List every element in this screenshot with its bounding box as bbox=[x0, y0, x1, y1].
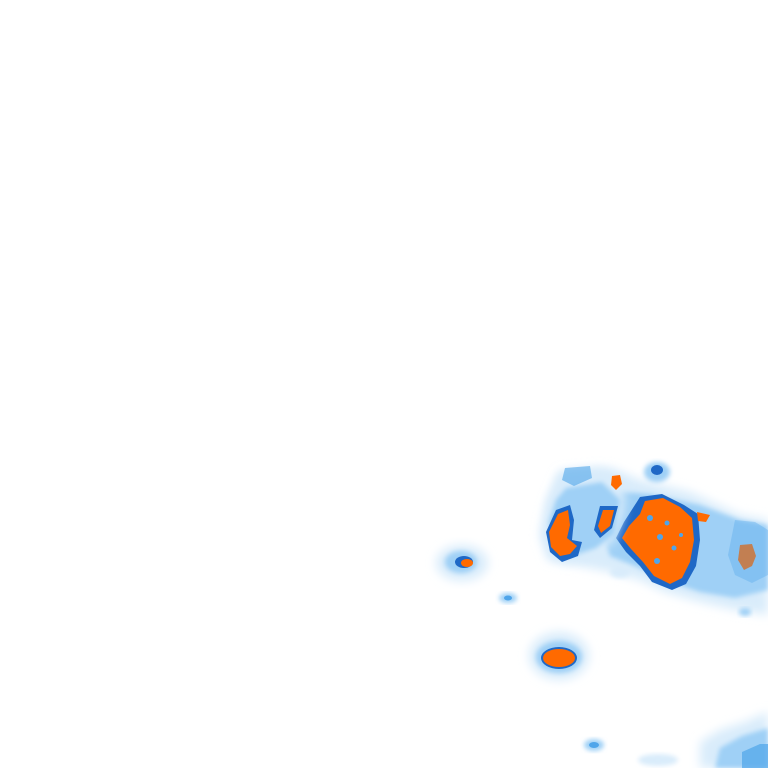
storm-cell-north[interactable] bbox=[644, 462, 670, 482]
storm-cell-south-core bbox=[543, 649, 575, 667]
storm-band-southeast-echo bbox=[638, 754, 678, 766]
echo-f bbox=[739, 608, 751, 616]
storm-cell-east-small-core-2 bbox=[697, 512, 710, 522]
storm-cell-central[interactable] bbox=[540, 466, 625, 564]
storm-cell-west[interactable] bbox=[436, 545, 488, 581]
storm-cell-central-top-core bbox=[611, 475, 622, 490]
storm-cell-south[interactable] bbox=[529, 632, 589, 680]
storm-cell-east-core bbox=[622, 498, 694, 584]
storm-cell-central-core-b bbox=[598, 510, 614, 533]
light-echoes bbox=[499, 566, 751, 751]
echo-b bbox=[504, 595, 512, 601]
storm-cell-north-dark bbox=[651, 465, 663, 475]
storm-cell-central-top-fringe bbox=[562, 466, 592, 486]
storm-band-southeast[interactable] bbox=[638, 712, 768, 768]
storm-cell-east-edge-fringe bbox=[728, 520, 768, 583]
storm-cell-east-small-core bbox=[738, 544, 756, 570]
storm-cell-east-holes bbox=[647, 515, 683, 564]
storm-cell-west-core bbox=[461, 559, 473, 567]
echo-d bbox=[589, 742, 599, 748]
storm-band-southeast-dark bbox=[742, 744, 768, 768]
storm-cell-central-core-a bbox=[549, 510, 577, 556]
echo-e bbox=[610, 566, 630, 578]
